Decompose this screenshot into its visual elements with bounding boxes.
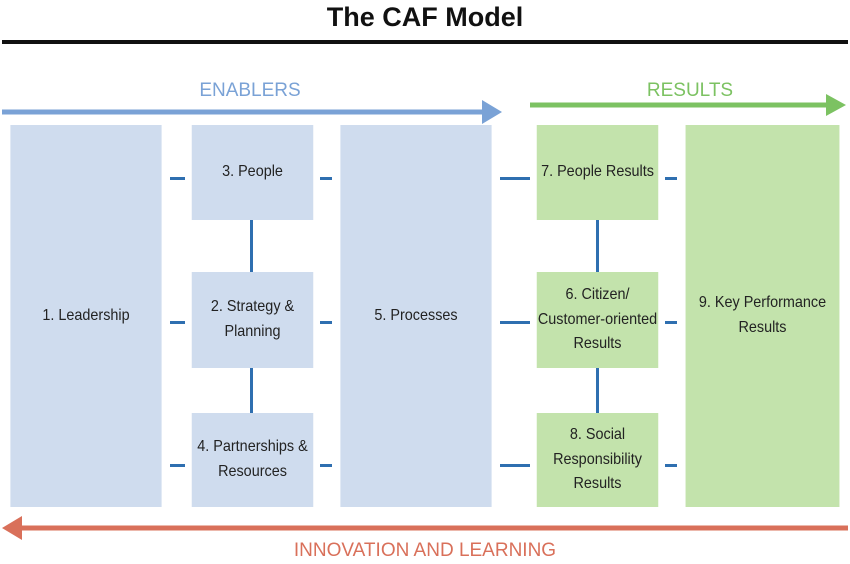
innovation-label: INNOVATION AND LEARNING <box>293 540 557 561</box>
box-label: 9. Key Performance Results <box>698 294 827 336</box>
connector <box>665 464 677 467</box>
box-people: 3. People <box>191 125 314 220</box>
box-label: 5. Processes <box>374 306 458 324</box>
title-rule <box>2 40 848 44</box>
box-key-performance-results: 9. Key Performance Results <box>685 125 840 507</box>
connector <box>250 220 253 272</box>
box-label: 3. People <box>222 163 283 181</box>
connector <box>500 177 530 180</box>
connector <box>500 464 530 467</box>
connector <box>170 177 185 180</box>
connector <box>596 368 599 413</box>
box-label: 1. Leadership <box>42 306 130 324</box>
connector <box>320 177 332 180</box>
diagram-title: The CAF Model <box>326 2 524 32</box>
connector <box>665 177 677 180</box>
box-people-results: 7. People Results <box>536 125 659 220</box>
box-citizen-results: 6. Citizen/ Customer-oriented Results <box>536 272 659 368</box>
box-social-results: 8. Social Responsibility Results <box>536 413 659 507</box>
enablers-label: ENABLERS <box>199 80 301 101</box>
innovation-arrow <box>2 516 848 540</box>
connector <box>320 464 332 467</box>
box-processes: 5. Processes <box>340 125 492 507</box>
box-label: 6. Citizen/ Customer-oriented Results <box>537 285 658 353</box>
results-label: RESULTS <box>646 80 734 101</box>
connector <box>665 321 677 324</box>
box-leadership: 1. Leadership <box>10 125 162 507</box>
box-strategy-planning: 2. Strategy & Planning <box>191 272 314 368</box>
box-label: 4. Partnerships & Resources <box>197 438 308 480</box>
results-arrow <box>530 94 846 116</box>
connector <box>320 321 332 324</box>
box-label: 7. People Results <box>541 163 654 181</box>
box-label: 8. Social Responsibility Results <box>553 425 642 493</box>
connector <box>596 220 599 272</box>
connector <box>250 368 253 413</box>
connector <box>170 464 185 467</box>
box-label: 2. Strategy & Planning <box>210 298 295 340</box>
connector <box>500 321 530 324</box>
connector <box>170 321 185 324</box>
enablers-arrow <box>2 100 502 124</box>
box-partnerships-resources: 4. Partnerships & Resources <box>191 413 314 507</box>
